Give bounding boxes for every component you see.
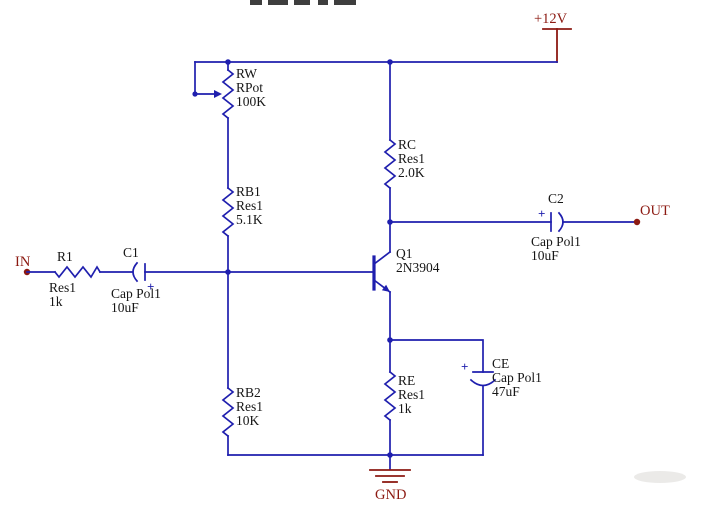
c2-value: 10uF	[531, 248, 559, 263]
capacitor-ce: + CE Cap Pol1 47uF	[389, 339, 542, 456]
junction-dot	[387, 219, 393, 225]
transistor-q1: Q1 2N3904	[372, 246, 440, 294]
re-body	[383, 370, 397, 422]
junction-dot	[225, 59, 231, 65]
artifact-fragment	[250, 0, 262, 5]
output-port-dot	[633, 218, 641, 226]
rb1-value: 5.1K	[236, 212, 263, 227]
rw-wiper-arrow	[214, 90, 222, 98]
ce-type: Cap Pol1	[492, 370, 542, 385]
ce-plus-sign: +	[461, 359, 468, 374]
cropped-text-artifact	[250, 0, 356, 5]
r1-value: 1k	[49, 294, 63, 309]
artifact-fragment	[334, 0, 356, 5]
input-label: IN	[15, 254, 31, 270]
rw-type: RPot	[236, 80, 263, 95]
rw-resistor-body	[221, 68, 235, 120]
q1-type: 2N3904	[396, 260, 440, 275]
junction-dot	[192, 91, 198, 97]
rb1-ref: RB1	[236, 184, 261, 199]
wire-rw-wiper	[194, 61, 215, 95]
resistor-rb1: RB1 Res1 5.1K	[221, 184, 263, 238]
power-label: +12V	[534, 11, 568, 27]
resistor-re: RE Res1 1k	[383, 370, 425, 422]
output-label: OUT	[640, 203, 670, 219]
c1-plate-curved	[132, 261, 139, 283]
rb2-body	[221, 386, 235, 438]
resistor-r1: R1 Res1 1k	[49, 249, 102, 309]
q1-emitter-arrow	[381, 284, 390, 292]
output-port: OUT	[633, 203, 670, 226]
rw-value: 100K	[236, 94, 266, 109]
resistor-rc: RC Res1 2.0K	[383, 137, 425, 190]
rb2-value: 10K	[236, 413, 260, 428]
r1-body	[53, 265, 102, 279]
c1-plus-sign: +	[147, 279, 154, 294]
rc-type: Res1	[398, 151, 425, 166]
capacitor-c2: + C2 Cap Pol1 10uF	[531, 191, 581, 263]
power-port-12v: +12V	[534, 11, 572, 63]
re-type: Res1	[398, 387, 425, 402]
rb1-type: Res1	[236, 198, 263, 213]
c2-ref: C2	[548, 191, 564, 206]
c2-plus-sign: +	[538, 206, 545, 221]
r1-ref: R1	[57, 249, 73, 264]
resistor-rb2: RB2 Res1 10K	[221, 385, 263, 438]
wire-node-ce	[389, 339, 484, 373]
ce-ref: CE	[492, 356, 509, 371]
potentiometer-rw: RW RPot 100K	[192, 61, 266, 120]
c2-type: Cap Pol1	[531, 234, 581, 249]
c1-value: 10uF	[111, 300, 139, 315]
rc-value: 2.0K	[398, 165, 425, 180]
r1-type: Res1	[49, 280, 76, 295]
q1-ref: Q1	[396, 246, 413, 261]
smudge-artifact	[634, 471, 686, 483]
rb2-ref: RB2	[236, 385, 261, 400]
rb2-type: Res1	[236, 399, 263, 414]
rb1-body	[221, 186, 235, 238]
junction-dot	[387, 452, 393, 458]
ground-label: GND	[375, 487, 406, 503]
junction-dot	[387, 59, 393, 65]
re-ref: RE	[398, 373, 415, 388]
c1-type: Cap Pol1	[111, 286, 161, 301]
artifact-fragment	[318, 0, 328, 5]
junction-dot	[387, 337, 393, 343]
rc-ref: RC	[398, 137, 416, 152]
q1-collector-lead	[372, 250, 392, 266]
rc-body	[383, 138, 397, 190]
artifact-fragment	[294, 0, 310, 5]
junction-dots	[225, 59, 393, 458]
ce-value: 47uF	[492, 384, 520, 399]
ground-port: GND	[369, 454, 411, 503]
junction-dot	[225, 269, 231, 275]
capacitor-c1: + C1 Cap Pol1 10uF	[111, 245, 161, 315]
artifact-fragment	[268, 0, 288, 5]
c1-ref: C1	[123, 245, 139, 260]
re-value: 1k	[398, 401, 412, 416]
rw-ref: RW	[236, 66, 257, 81]
